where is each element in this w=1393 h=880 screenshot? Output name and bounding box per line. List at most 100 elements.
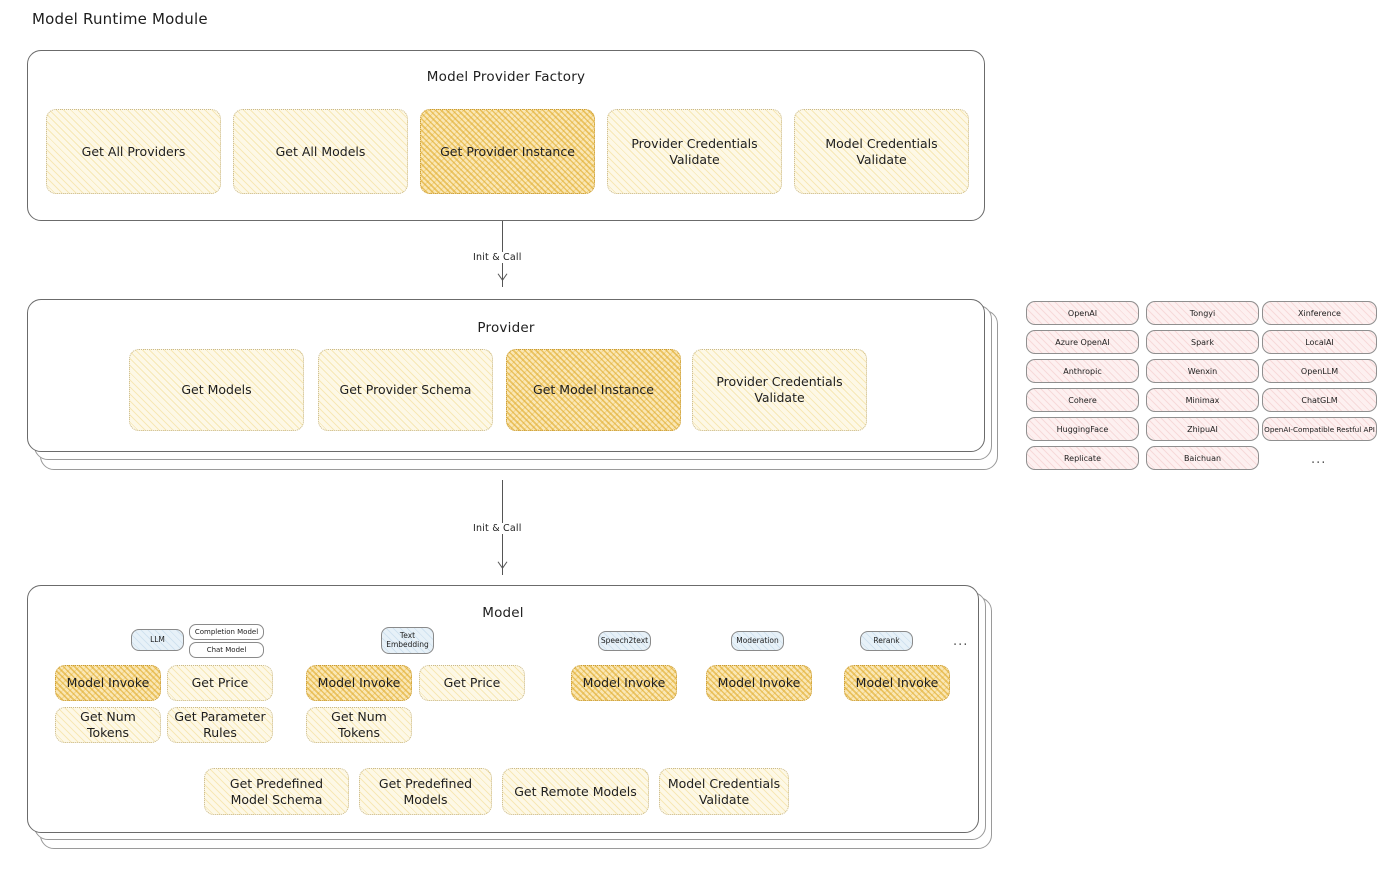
llm-method-get-num-tokens[interactable]: Get Num Tokens xyxy=(55,707,161,743)
node-label: Get All Models xyxy=(275,143,366,159)
model-panel: Model LLM Completion Model Chat Model Mo… xyxy=(27,585,979,833)
node-label: Model Invoke xyxy=(717,675,801,691)
chip-label: Spark xyxy=(1191,337,1214,347)
model-common-model-credentials-validate[interactable]: Model Credentials Validate xyxy=(659,768,789,815)
provider-chip-chatglm[interactable]: ChatGLM xyxy=(1262,388,1377,412)
node-label: Model Invoke xyxy=(582,675,666,691)
chip-label: Xinference xyxy=(1298,308,1341,318)
provider-chip-baichuan[interactable]: Baichuan xyxy=(1146,446,1259,470)
node-label: Get Remote Models xyxy=(514,783,637,799)
provider-panel: Provider Get Models Get Provider Schema … xyxy=(27,299,985,452)
subtype-label: Completion Model xyxy=(194,627,259,636)
model-title: Model xyxy=(482,605,524,621)
arrow-label-init-call-2: Init & Call xyxy=(470,523,525,534)
factory-node-get-all-models[interactable]: Get All Models xyxy=(233,109,408,194)
model-common-get-remote-models[interactable]: Get Remote Models xyxy=(502,768,649,815)
provider-title: Provider xyxy=(477,320,535,336)
factory-node-provider-credentials-validate[interactable]: Provider Credentials Validate xyxy=(607,109,782,194)
rerank-method-model-invoke[interactable]: Model Invoke xyxy=(844,665,950,701)
model-type-badge-moderation[interactable]: Moderation xyxy=(731,631,784,651)
factory-node-get-all-providers[interactable]: Get All Providers xyxy=(46,109,221,194)
provider-node-get-provider-schema[interactable]: Get Provider Schema xyxy=(318,349,493,431)
provider-node-get-model-instance[interactable]: Get Model Instance xyxy=(506,349,681,431)
chip-label: Replicate xyxy=(1063,453,1101,463)
provider-chip-spark[interactable]: Spark xyxy=(1146,330,1259,354)
model-type-badge-text-embedding[interactable]: Text Embedding xyxy=(381,627,434,654)
node-label: Model Credentials Validate xyxy=(667,775,781,807)
chip-label: HuggingFace xyxy=(1056,424,1109,434)
model-type-badge-llm[interactable]: LLM xyxy=(131,629,184,651)
provider-chip-cohere[interactable]: Cohere xyxy=(1026,388,1139,412)
speech2text-method-model-invoke[interactable]: Model Invoke xyxy=(571,665,677,701)
node-label: Get Price xyxy=(443,675,501,691)
chip-label: Baichuan xyxy=(1183,453,1222,463)
chip-label: Wenxin xyxy=(1187,366,1218,376)
provider-node-provider-credentials-validate[interactable]: Provider Credentials Validate xyxy=(692,349,867,431)
factory-node-get-provider-instance[interactable]: Get Provider Instance xyxy=(420,109,595,194)
model-subtype-completion-model[interactable]: Completion Model xyxy=(189,624,264,640)
model-type-badge-rerank[interactable]: Rerank xyxy=(860,631,913,651)
text-embedding-method-model-invoke[interactable]: Model Invoke xyxy=(306,665,412,701)
provider-chip-wenxin[interactable]: Wenxin xyxy=(1146,359,1259,383)
text-embedding-method-get-price[interactable]: Get Price xyxy=(419,665,525,701)
node-label: Get Provider Instance xyxy=(440,143,575,159)
model-type-badge-speech2text[interactable]: Speech2text xyxy=(598,631,651,651)
chip-label: Cohere xyxy=(1068,395,1097,405)
model-subtype-chat-model[interactable]: Chat Model xyxy=(189,642,264,658)
provider-chip-minimax[interactable]: Minimax xyxy=(1146,388,1259,412)
badge-label: LLM xyxy=(150,634,165,644)
chip-label: OpenAI-Compatible Restful API xyxy=(1264,424,1375,434)
node-label: Get Price xyxy=(191,675,249,691)
chip-label: Azure OpenAI xyxy=(1055,337,1110,347)
badge-label: Text Embedding xyxy=(386,630,429,649)
chip-label: OpenAI xyxy=(1067,308,1098,318)
chip-label: ChatGLM xyxy=(1301,395,1338,405)
node-label: Get Models xyxy=(181,382,252,398)
factory-node-model-credentials-validate[interactable]: Model Credentials Validate xyxy=(794,109,969,194)
provider-node-get-models[interactable]: Get Models xyxy=(129,349,304,431)
text-embedding-method-get-num-tokens[interactable]: Get Num Tokens xyxy=(306,707,412,743)
provider-chip-zhipuai[interactable]: ZhipuAI xyxy=(1146,417,1259,441)
badge-label: Moderation xyxy=(736,635,779,645)
node-label: Provider Credentials Validate xyxy=(631,135,758,167)
provider-chip-xinference[interactable]: Xinference xyxy=(1262,301,1377,325)
node-label: Get Parameter Rules xyxy=(174,709,266,740)
provider-chip-openllm[interactable]: OpenLLM xyxy=(1262,359,1377,383)
page-title: Model Runtime Module xyxy=(32,10,208,28)
chip-label: ZhipuAI xyxy=(1187,424,1218,434)
provider-chip-huggingface[interactable]: HuggingFace xyxy=(1026,417,1139,441)
node-label: Provider Credentials Validate xyxy=(716,374,843,405)
model-provider-factory-panel: Model Provider Factory Get All Providers… xyxy=(27,50,985,221)
factory-title: Model Provider Factory xyxy=(426,69,586,85)
chip-label: Anthropic xyxy=(1063,366,1102,376)
provider-chip-azure-openai[interactable]: Azure OpenAI xyxy=(1026,330,1139,354)
badge-label: Rerank xyxy=(873,635,900,645)
llm-method-get-parameter-rules[interactable]: Get Parameter Rules xyxy=(167,707,273,743)
provider-chip-openai-compatible-restful-api[interactable]: OpenAI-Compatible Restful API xyxy=(1262,417,1377,441)
llm-method-model-invoke[interactable]: Model Invoke xyxy=(55,665,161,701)
provider-chip-anthropic[interactable]: Anthropic xyxy=(1026,359,1139,383)
provider-chip-localai[interactable]: LocalAI xyxy=(1262,330,1377,354)
node-label: Get All Providers xyxy=(81,143,186,159)
chip-label: OpenLLM xyxy=(1300,366,1339,376)
moderation-method-model-invoke[interactable]: Model Invoke xyxy=(706,665,812,701)
node-label: Model Invoke xyxy=(66,675,150,691)
provider-chip-replicate[interactable]: Replicate xyxy=(1026,446,1139,470)
provider-chip-openai[interactable]: OpenAI xyxy=(1026,301,1139,325)
provider-chip-tongyi[interactable]: Tongyi xyxy=(1146,301,1259,325)
model-common-get-predefined-models[interactable]: Get Predefined Models xyxy=(359,768,492,815)
model-types-more-ellipsis: ... xyxy=(953,634,969,649)
node-label: Get Predefined Model Schema xyxy=(229,775,324,807)
node-label: Get Provider Schema xyxy=(339,382,472,398)
subtype-label: Chat Model xyxy=(206,645,247,654)
chip-label: LocalAI xyxy=(1305,337,1334,347)
node-label: Get Predefined Models xyxy=(378,775,473,807)
node-label: Get Num Tokens xyxy=(331,709,387,740)
node-label: Get Num Tokens xyxy=(80,709,136,740)
node-label: Model Invoke xyxy=(317,675,401,691)
model-common-get-predefined-model-schema[interactable]: Get Predefined Model Schema xyxy=(204,768,349,815)
chip-label: Tongyi xyxy=(1189,308,1216,318)
node-label: Model Credentials Validate xyxy=(825,135,938,167)
llm-method-get-price[interactable]: Get Price xyxy=(167,665,273,701)
